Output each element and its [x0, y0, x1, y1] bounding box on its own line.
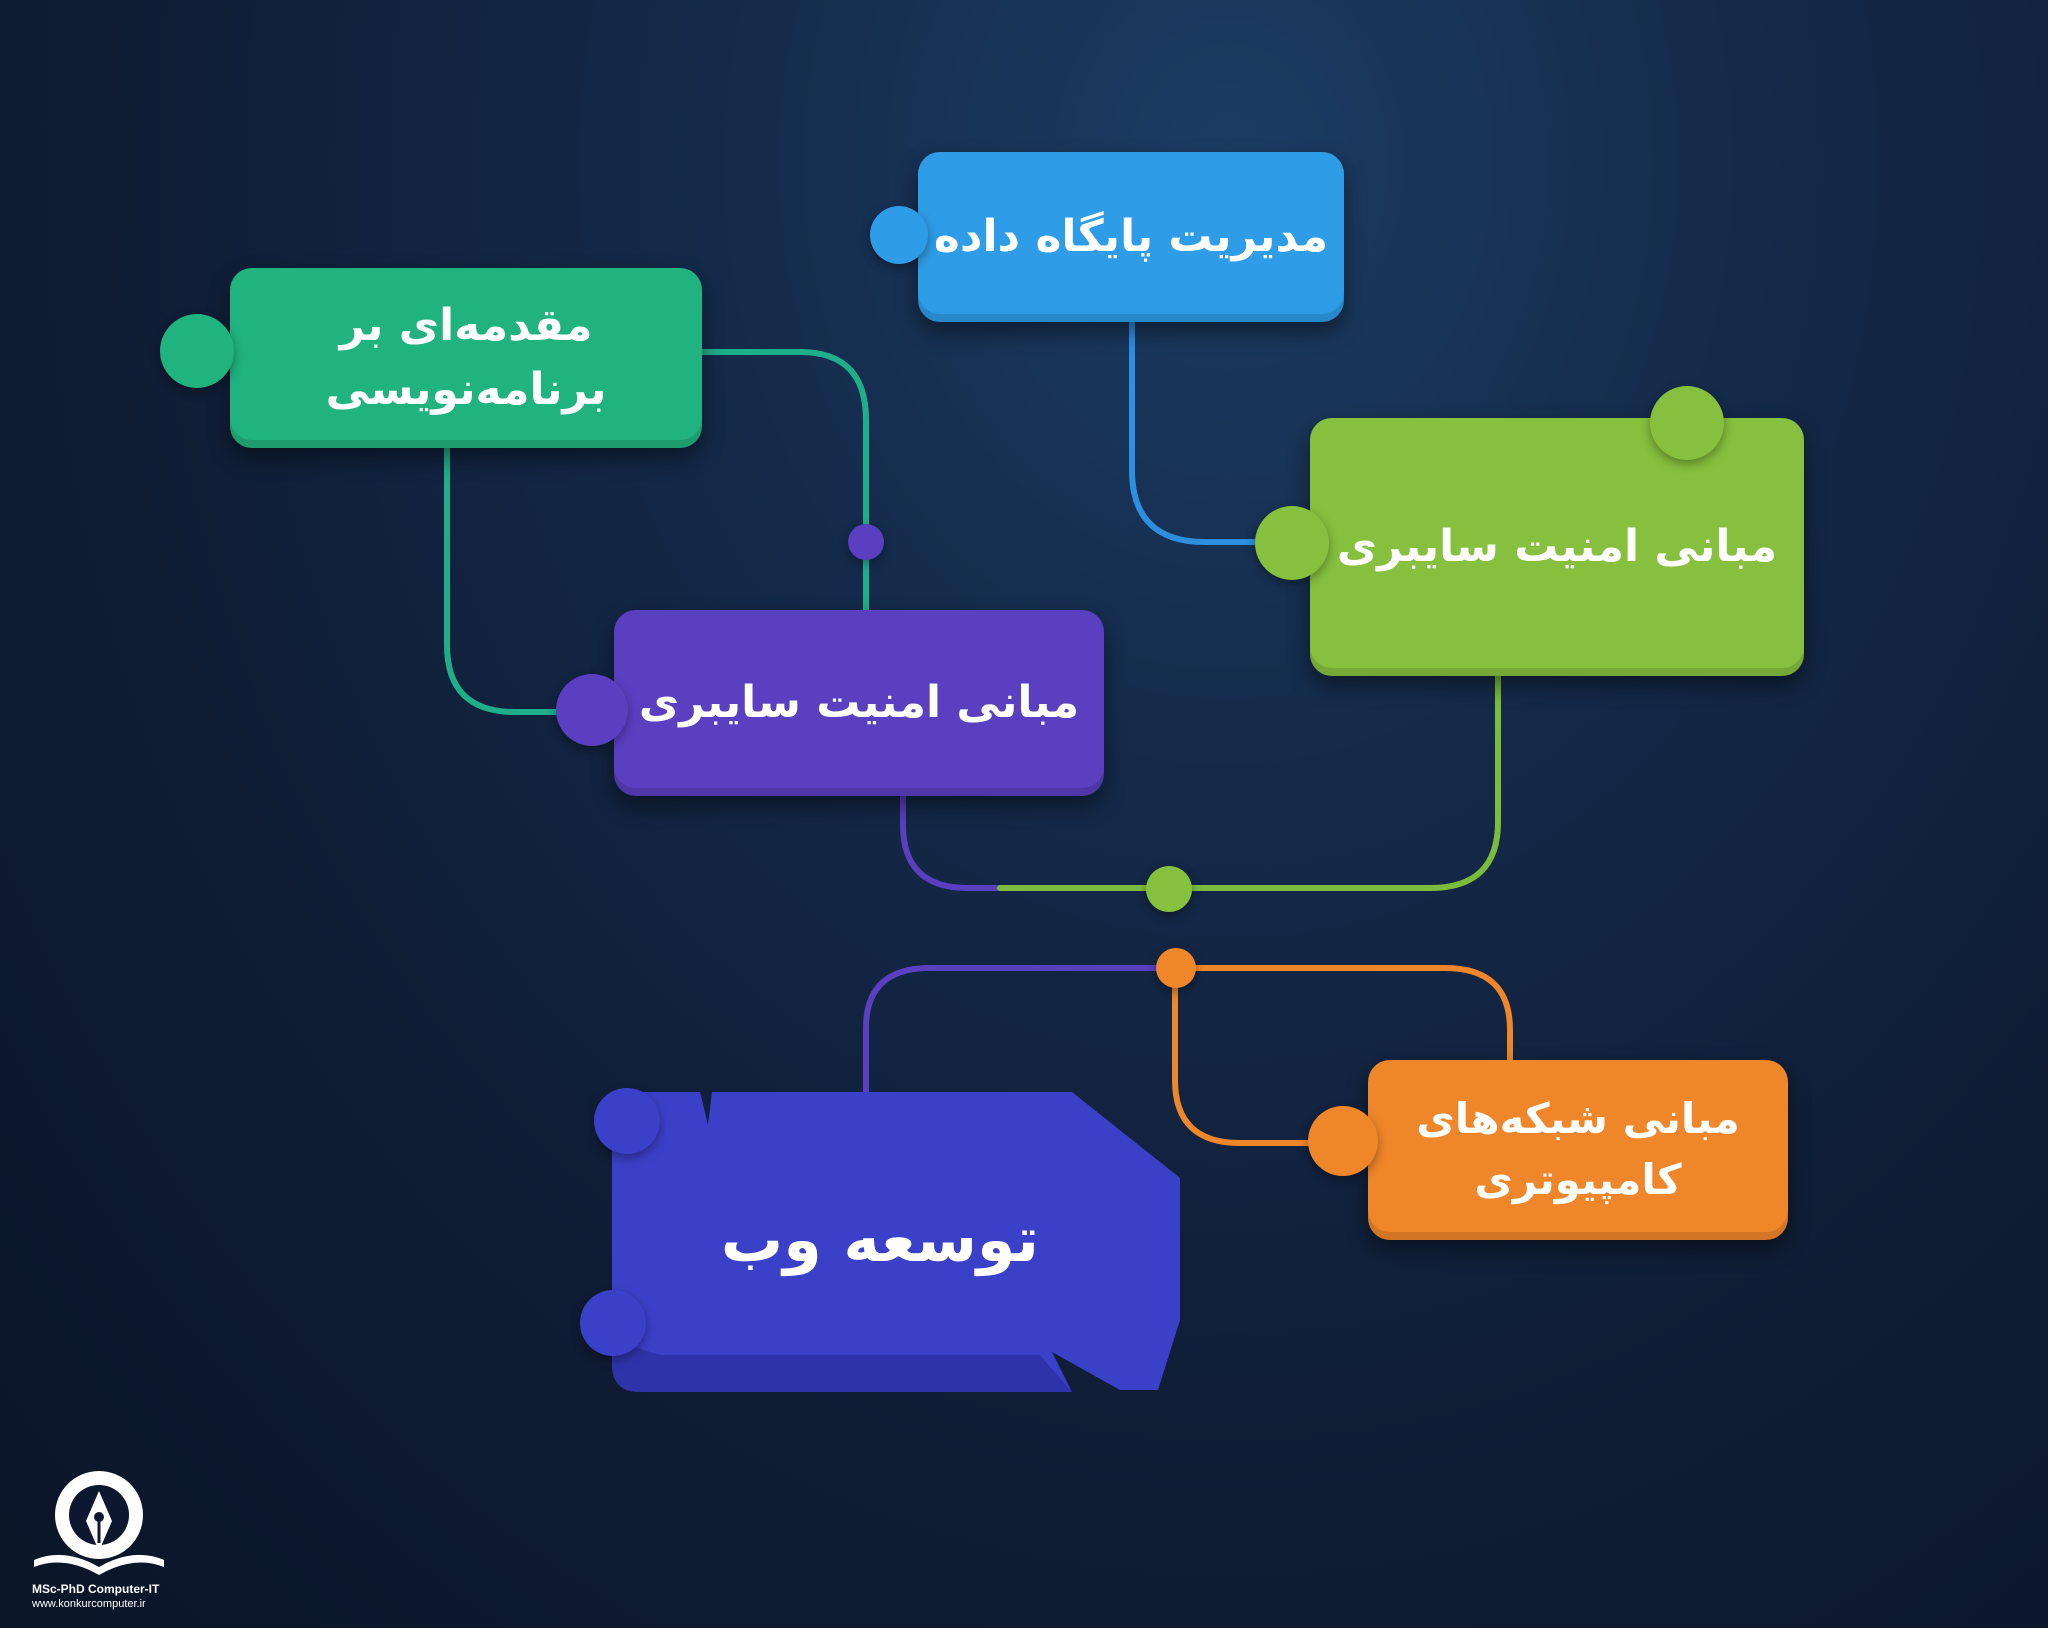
connector-intro-left [444, 442, 593, 715]
node-intro-programming[interactable]: مقدمه‌ای بر برنامه‌نویسی [230, 268, 702, 448]
node-web-dev-handle-bottom [580, 1290, 646, 1356]
connector-web-top [863, 965, 1178, 1095]
connector-intro-top [697, 349, 869, 615]
brand-logo-icon [34, 1471, 164, 1575]
node-cyber-green-handle-left [1255, 506, 1329, 580]
node-intro-label-line2: برنامه‌نویسی [325, 364, 607, 415]
logo-line1: MSc-PhD Computer-IT [32, 1582, 160, 1596]
node-intro-label-line1: مقدمه‌ای بر [339, 300, 593, 352]
node-cyber-green-label: مبانی امنیت سایبری [1336, 521, 1778, 573]
node-computer-networks[interactable]: مبانی شبکه‌های کامپیوتری [1368, 1060, 1788, 1240]
node-web-dev-handle-top [594, 1088, 660, 1154]
node-networks-label-line2: کامپیوتری [1474, 1155, 1682, 1204]
logo-line2: www.konkurcomputer.ir [32, 1598, 146, 1610]
node-database[interactable]: مدیریت پایگاه داده [918, 152, 1344, 322]
connector-purple-bottom [900, 792, 1003, 891]
node-cyber-security-green[interactable]: مبانی امنیت سایبری [1310, 418, 1804, 676]
node-database-handle [870, 206, 928, 264]
node-cyber-security-purple[interactable]: مبانی امنیت سایبری [614, 610, 1104, 796]
node-intro-handle [160, 314, 234, 388]
node-web-dev-label: توسعه وب [720, 1203, 1040, 1277]
connector-database-cyber [1129, 319, 1293, 545]
connector-green-bottom [997, 672, 1501, 891]
connector-network-top [1172, 965, 1513, 1063]
junction-dot-green [1146, 866, 1192, 912]
junction-dot-orange [1156, 948, 1196, 988]
node-database-label: مدیریت پایگاه داده [933, 211, 1329, 263]
node-cyber-green-handle-top [1650, 386, 1724, 460]
connector-network-left [1172, 965, 1313, 1146]
node-networks-handle [1308, 1106, 1378, 1176]
node-cyber-purple-label: مبانی امنیت سایبری [638, 677, 1080, 729]
node-cyber-purple-handle [556, 674, 628, 746]
junction-dot-purple [848, 524, 884, 560]
node-web-dev[interactable]: توسعه وب [630, 1160, 1130, 1320]
node-networks-label-line1: مبانی شبکه‌های [1416, 1094, 1740, 1144]
